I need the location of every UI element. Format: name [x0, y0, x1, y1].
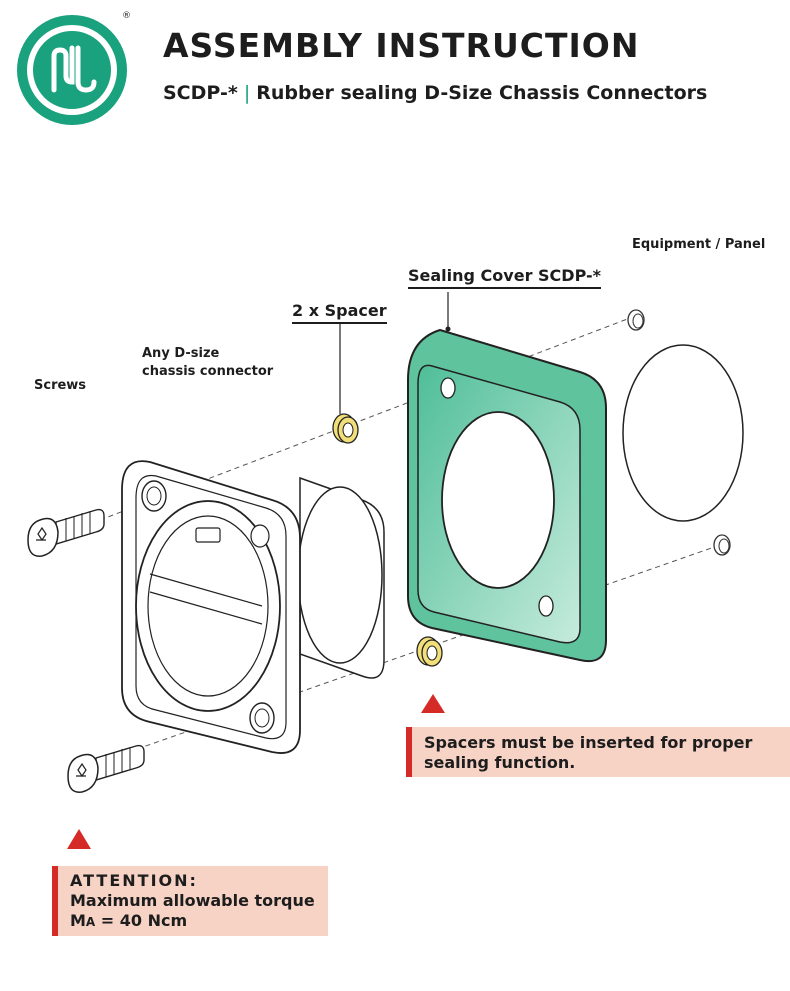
torque-spec: MA = 40 Ncm — [70, 911, 318, 932]
page-subtitle: SCDP-*|Rubber sealing D-Size Chassis Con… — [163, 82, 707, 104]
product-name: Rubber sealing D-Size Chassis Connectors — [256, 82, 708, 104]
connector-label-line1: Any D-size — [142, 346, 220, 361]
model-code: SCDP-* — [163, 82, 238, 104]
torque-subscript: A — [85, 915, 96, 929]
equipment-panel-disc — [622, 344, 744, 522]
spacer-note-line2: sealing function. — [424, 753, 576, 772]
sealing-cover — [407, 328, 607, 662]
page-title: ASSEMBLY INSTRUCTION — [163, 26, 640, 65]
sealing-cover-label: Sealing Cover SCDP-* — [408, 266, 602, 289]
attention-heading: ATTENTION: — [70, 871, 198, 890]
connector-label-line2: chassis connector — [142, 364, 274, 379]
screws-label: Screws — [34, 378, 87, 393]
connector-label: Any D-size chassis connector — [142, 345, 273, 381]
warning-triangle-torque — [67, 829, 91, 849]
spacer-label: 2 x Spacer — [292, 301, 387, 324]
svg-text:®: ® — [122, 11, 131, 21]
brand-logo: ® — [17, 11, 131, 125]
torque-attention-note: ATTENTION: Maximum allowable torque MA =… — [52, 866, 328, 936]
spacer-top — [332, 322, 359, 444]
warning-triangle-spacer — [421, 694, 445, 713]
torque-value: = 40 Ncm — [95, 911, 188, 930]
spacer-bottom — [416, 636, 443, 667]
subtitle-separator: | — [243, 82, 251, 104]
equipment-panel-label: Equipment / Panel — [632, 237, 766, 252]
spacer-note: Spacers must be inserted for proper seal… — [406, 727, 790, 777]
screw-bottom — [67, 744, 145, 793]
screw-top — [27, 508, 105, 557]
d-size-connector — [121, 460, 385, 754]
spacer-note-line1: Spacers must be inserted for proper — [424, 733, 753, 752]
attention-line1: Maximum allowable torque — [70, 891, 315, 910]
torque-symbol: M — [70, 911, 86, 930]
